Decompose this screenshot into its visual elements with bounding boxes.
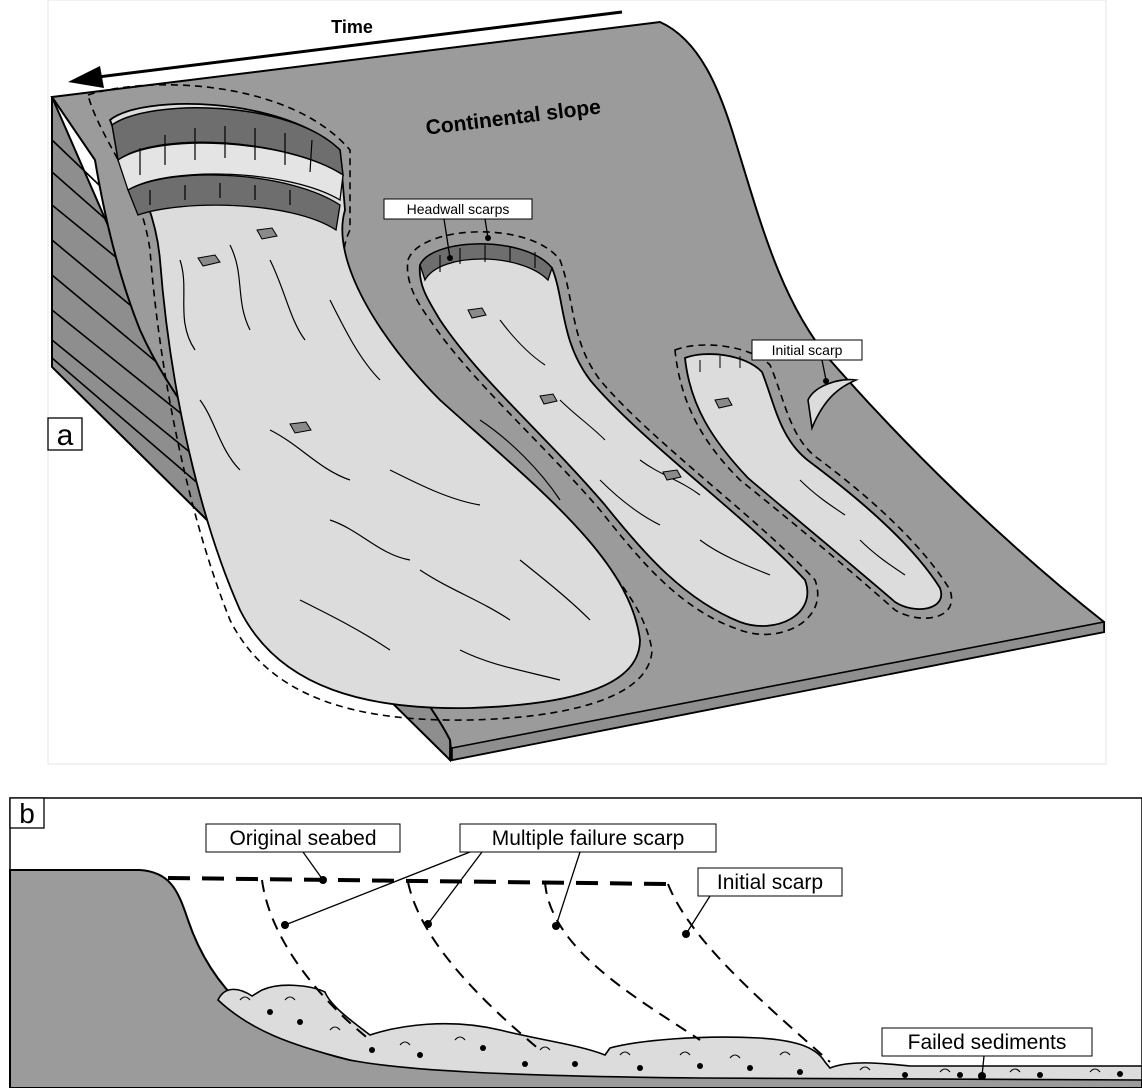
panel-b-letter: b — [19, 798, 35, 829]
failed-sediments-label: Failed sediments — [908, 1031, 1067, 1054]
headwall-scarps-label: Headwall scarps — [407, 201, 510, 217]
initial-scarp-b-label: Initial scarp — [717, 871, 823, 894]
panel-b: Original seabed Multiple failure scarp I… — [10, 798, 1142, 1088]
original-seabed-label: Original seabed — [229, 827, 376, 850]
panel-a-letter: a — [57, 419, 74, 452]
panel-a: Time Continental slope Headwall scarps I… — [48, 0, 1106, 764]
multiple-failure-label: Multiple failure scarp — [492, 827, 685, 850]
time-label: Time — [331, 17, 373, 37]
initial-scarp-a-label: Initial scarp — [772, 342, 843, 358]
